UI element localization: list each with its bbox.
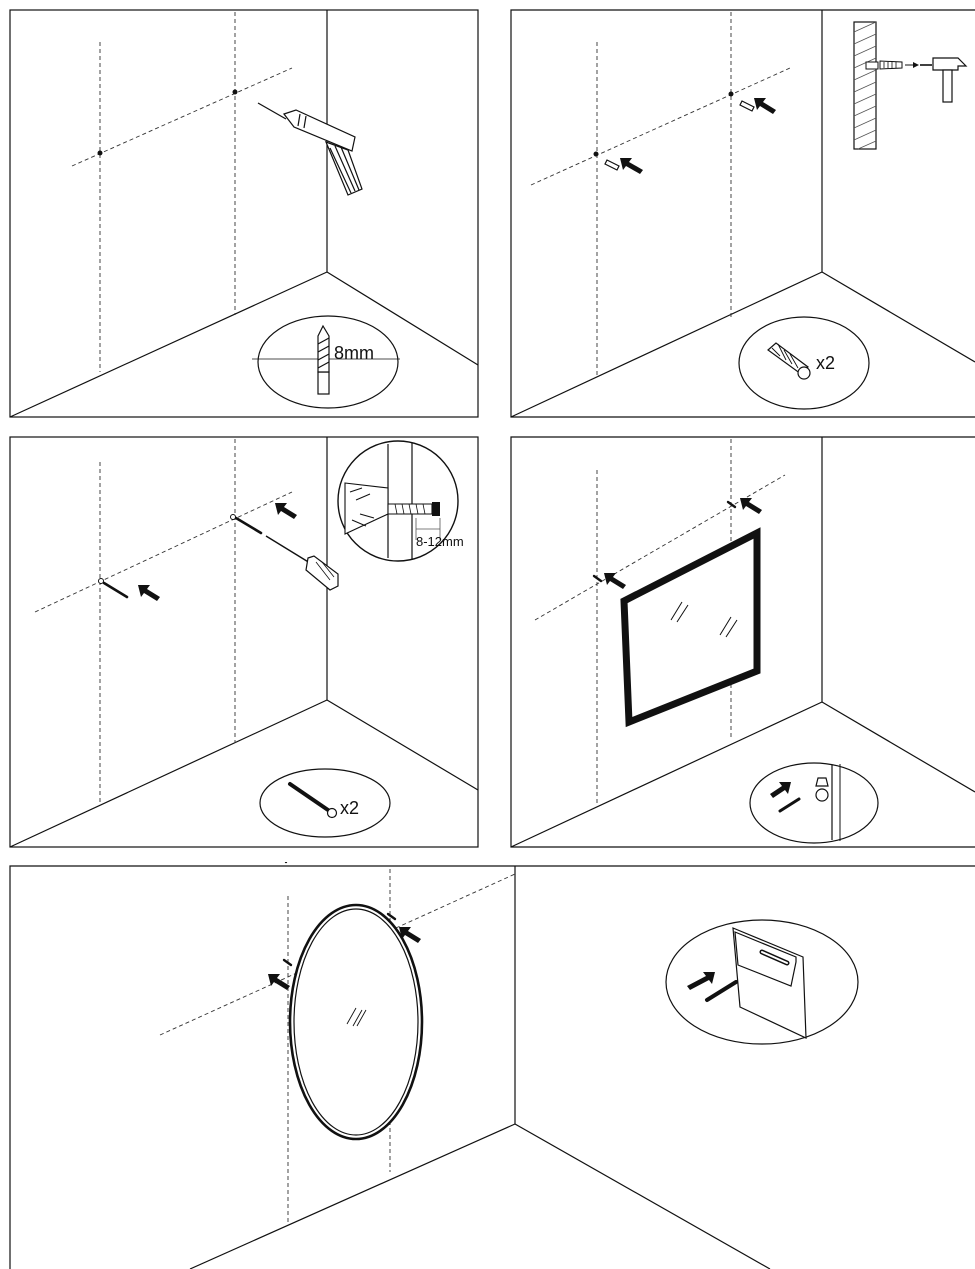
guide-lines xyxy=(531,12,790,378)
panel-border xyxy=(511,10,975,417)
panel-border xyxy=(10,866,975,1269)
floor-line-left xyxy=(511,702,822,847)
floor-line-right xyxy=(515,1124,770,1269)
arrow-icon xyxy=(770,782,791,798)
callout-ellipse xyxy=(739,317,869,409)
drill-mark xyxy=(594,152,599,157)
bracket-hanger-callout xyxy=(666,920,858,1044)
hammer-inset xyxy=(854,22,966,149)
wall-plug-icon xyxy=(768,343,810,379)
hammer-icon xyxy=(933,58,966,102)
oval-mirror-icon xyxy=(290,905,422,1139)
floor-line-right xyxy=(822,272,975,362)
drill-mark xyxy=(729,92,734,97)
plug-count-label: x2 xyxy=(816,353,835,373)
screw-icon xyxy=(780,799,799,811)
rectangular-mirror-icon xyxy=(624,533,757,722)
floor-line-left xyxy=(190,1124,515,1269)
callout-ellipse xyxy=(750,763,878,843)
keyhole-hanger-icon xyxy=(816,778,828,801)
panel-step-5 xyxy=(0,862,975,1269)
floor-line-right xyxy=(822,702,975,792)
